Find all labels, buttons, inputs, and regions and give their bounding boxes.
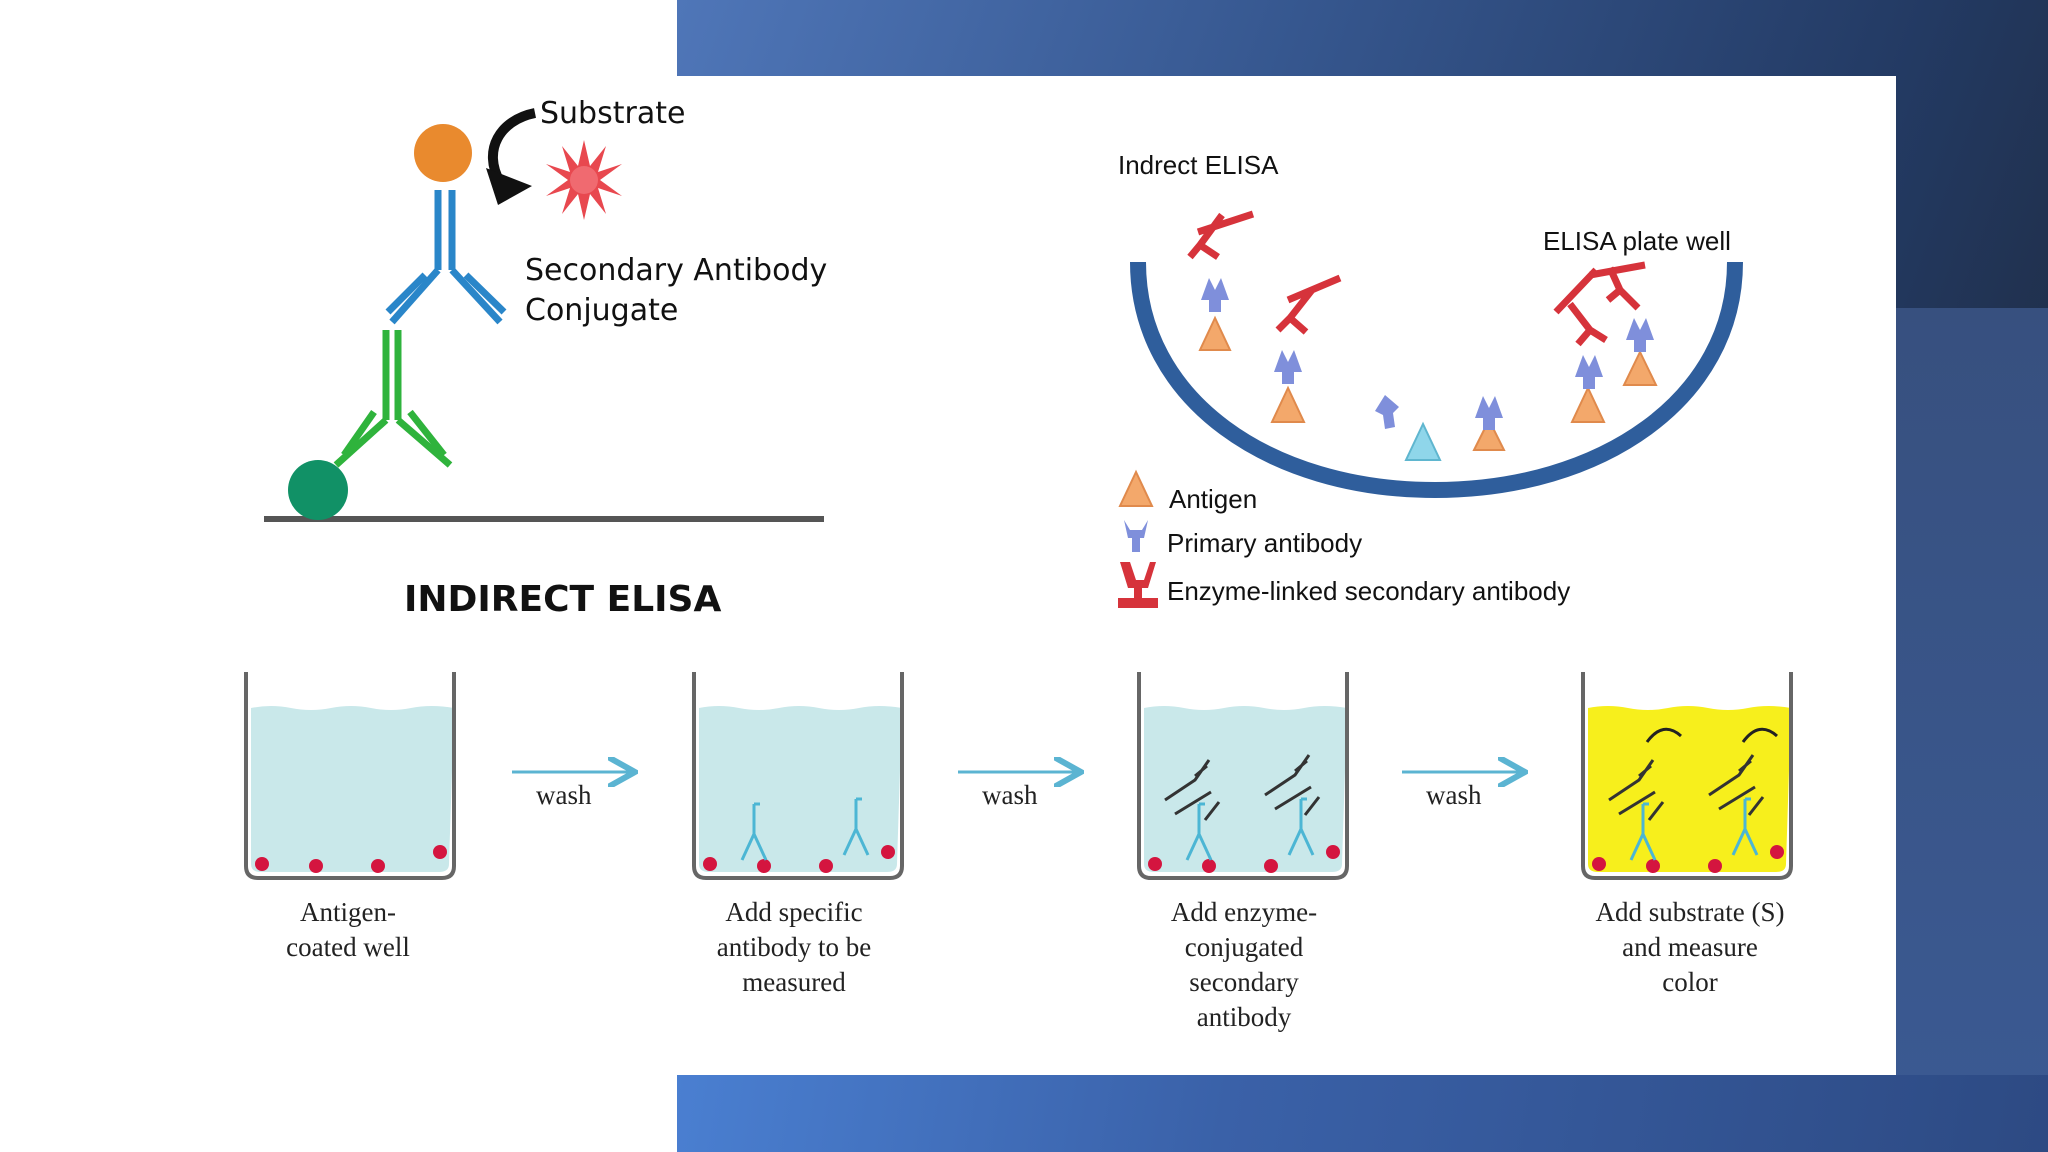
background-right-strip — [1896, 308, 2048, 1152]
antigen-dot — [1202, 859, 1216, 873]
left-white-area — [0, 0, 677, 1152]
conjugate-diagram — [264, 108, 824, 522]
antigen-dot — [1770, 845, 1784, 859]
enzyme-ball-icon — [414, 124, 472, 182]
antigen-dot — [309, 859, 323, 873]
antigen-triangles — [1198, 315, 1658, 451]
antigen-dot — [819, 859, 833, 873]
well-wall — [1137, 672, 1349, 880]
antigen-triangle-icon — [1118, 469, 1154, 507]
substrate-reaction-arrow-icon — [1741, 727, 1778, 743]
wash-label-2: wash — [982, 780, 1038, 810]
antigen-dot — [371, 859, 385, 873]
plate-well-label: ELISA plate well — [1543, 226, 1731, 256]
secondary-antibody-icon — [1708, 754, 1765, 816]
well-step-2 — [692, 672, 904, 880]
conjugate-label-line2: Conjugate — [525, 293, 679, 328]
antigen-dot — [1646, 859, 1660, 873]
antigen-dot — [1264, 859, 1278, 873]
primary-antibody-icon — [1731, 797, 1759, 856]
reaction-arrowhead-icon — [486, 168, 532, 205]
substrate-reaction-arrow-icon — [1645, 727, 1682, 743]
step-caption-1: Antigen- coated well — [286, 897, 410, 962]
well-liquid — [251, 706, 454, 872]
well-step-1 — [244, 672, 456, 880]
step-caption-2: Add specific antibody to be measured — [716, 897, 872, 997]
primary-antibody-icon — [1287, 797, 1315, 856]
step-caption-3: Add enzyme- conjugated secondary antibod… — [1170, 897, 1318, 1032]
antigen-dot — [1148, 857, 1162, 871]
antigen-dot — [881, 845, 895, 859]
primary-antibody-icon — [1124, 520, 1148, 552]
well-wall — [1581, 672, 1793, 880]
conjugate-label-line1: Secondary Antibody — [525, 253, 828, 288]
secondary-antibody-icon — [1264, 754, 1321, 816]
secondary-antibodies — [1187, 210, 1646, 347]
background-bottom-strip — [677, 1075, 2048, 1152]
secondary-antibody-icon — [1608, 759, 1665, 821]
primary-antibodies — [1201, 278, 1654, 430]
substrate-label: Substrate — [540, 96, 686, 131]
step-caption-4: Add substrate (S) and measure color — [1595, 897, 1785, 997]
well-liquid — [699, 706, 902, 872]
secondary-antibody-icon — [385, 190, 507, 325]
free-antigen-icon — [1404, 421, 1442, 461]
antigen-dot — [757, 859, 771, 873]
primary-antibody-icon — [842, 797, 870, 856]
step-wells — [244, 672, 1793, 880]
well-step-4 — [1581, 672, 1793, 880]
page-title: INDIRECT ELISA — [404, 579, 722, 620]
substrate-star-icon — [546, 140, 622, 220]
well-liquid — [1144, 706, 1347, 872]
well-arc — [1130, 261, 1743, 499]
antigen-dot — [1708, 859, 1722, 873]
well-wall — [692, 672, 904, 880]
antigen-dot — [1592, 857, 1606, 871]
antigen-dot — [433, 845, 447, 859]
primary-antibody-icon — [1185, 802, 1213, 861]
antigen-dot — [1326, 845, 1340, 859]
wash-label-3: wash — [1426, 780, 1482, 810]
legend-antigen-label: Antigen — [1169, 484, 1258, 514]
well-wall — [244, 672, 456, 880]
well-liquid — [1588, 706, 1791, 872]
legend-primary-antibody-label: Primary antibody — [1167, 528, 1363, 558]
wash-label-1: wash — [536, 780, 592, 810]
antigen-ball-icon — [288, 460, 348, 520]
primary-antibody-icon — [740, 802, 768, 861]
antigen-dot — [255, 857, 269, 871]
antigen-dot — [703, 857, 717, 871]
secondary-antibody-icon — [1118, 562, 1158, 608]
well-step-3 — [1137, 672, 1349, 880]
primary-antibody-icon — [333, 330, 453, 468]
primary-antibody-icon — [1629, 802, 1657, 861]
legend-secondary-antibody-label: Enzyme-linked secondary antibody — [1167, 576, 1571, 606]
indirect-elisa-label: Indrect ELISA — [1118, 150, 1279, 180]
reaction-arrow-icon — [487, 108, 537, 185]
plate-well-diagram — [1130, 210, 1743, 499]
secondary-antibody-icon — [1164, 759, 1221, 821]
